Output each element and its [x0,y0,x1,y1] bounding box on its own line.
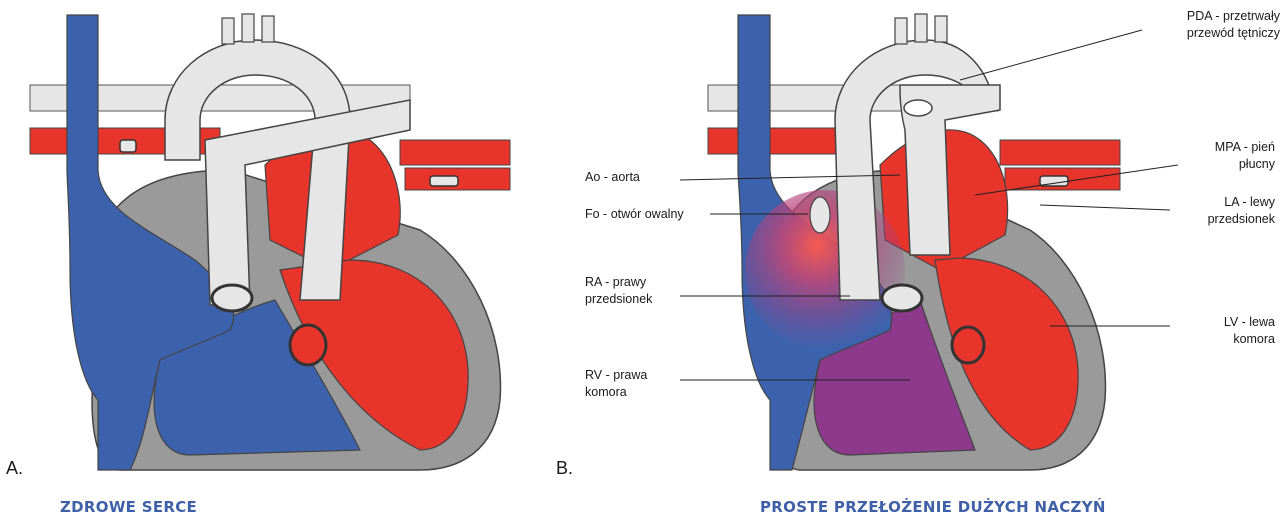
panel-a-head-vessel-3 [262,16,274,42]
leader-la [1040,205,1170,210]
panel-b-transposition-heart [708,14,1120,470]
label-ao: Ao - aorta [585,170,640,184]
label-rv-line1: RV - prawa [585,368,647,382]
panel-a-vein-stub [120,140,136,152]
label-pda-line1: PDA - przetrwały [1187,9,1281,23]
label-pda-line2: przewód tętniczy [1187,26,1281,40]
panel-b-red-vein-right [1000,140,1120,165]
leader-pda [960,30,1142,80]
panel-b-red-vein-left [708,128,838,154]
label-lv-line1: LV - lewa [1224,315,1275,329]
panel-b-letter: B. [556,458,573,478]
caption-healthy-heart: ZDROWE SERCE [60,498,197,516]
panel-a-red-vein-right [400,140,510,165]
label-fo: Fo - otwór owalny [585,207,684,221]
label-ra-line1: RA - prawy [585,275,647,289]
panel-a-letter: A. [6,458,23,478]
panel-b-head-vessel-2 [915,14,927,42]
panel-a-head-vessel-2 [242,14,254,42]
panel-a-healthy-heart [30,14,510,470]
panel-b-valve-1 [882,285,922,311]
panel-b-head-vessel-3 [935,16,947,42]
panel-a-head-vessel-1 [222,18,234,44]
label-la-line2: przedsionek [1208,212,1276,226]
label-mpa-line2: płucny [1239,157,1276,171]
label-mpa-line1: MPA - pień [1215,140,1275,154]
label-rv-line2: komora [585,385,627,399]
caption-transposition: PROSTE PRZEŁOŻENIE DUŻYCH NACZYŃ [760,498,1106,516]
panel-b-foramen-ovale [810,197,830,233]
panel-a-vein-stub-2 [430,176,458,186]
label-la-line1: LA - lewy [1224,195,1275,209]
panel-b-head-vessel-1 [895,18,907,44]
label-lv-line2: komora [1233,332,1275,346]
panel-b-valve-2 [952,327,984,363]
label-ra-line2: przedsionek [585,292,653,306]
panel-a-valve-2 [290,325,326,365]
panel-a-valve-1 [212,285,252,311]
panel-b-pda [904,100,932,116]
